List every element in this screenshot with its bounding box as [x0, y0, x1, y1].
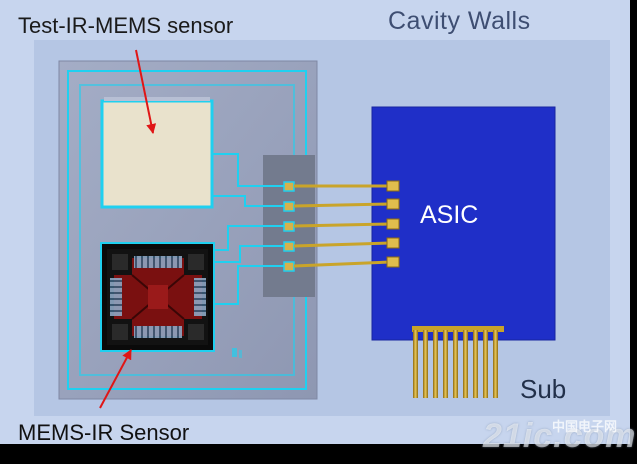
mems-sensor-arrow [99, 349, 132, 409]
bond-wires [293, 184, 391, 268]
test-sensor-shadow [104, 97, 210, 101]
mems-sensor-label: MEMS-IR Sensor [18, 420, 190, 445]
substrate-pins [412, 326, 504, 398]
watermark-logo: 21ic.com [483, 417, 637, 455]
test-sensor-label: Test-IR-MEMS sensor [18, 13, 234, 38]
asic-bond-pads [386, 180, 400, 268]
chip-mark [232, 348, 242, 358]
asic-block [371, 106, 556, 341]
right-band [630, 0, 637, 464]
mems-sensor-traces [214, 225, 288, 305]
cavity-walls-label: Cavity Walls [388, 7, 531, 35]
test-sensor-traces [212, 153, 288, 207]
sub-label: Sub [520, 374, 567, 404]
mems-ir-sensor [100, 242, 215, 352]
bottom-band [0, 444, 637, 464]
test-sensor-arrow [135, 49, 157, 134]
asic-label: ASIC [420, 201, 479, 229]
test-ir-mems-sensor [100, 99, 214, 209]
watermark-cn-text: 中国电子网 [552, 419, 618, 434]
